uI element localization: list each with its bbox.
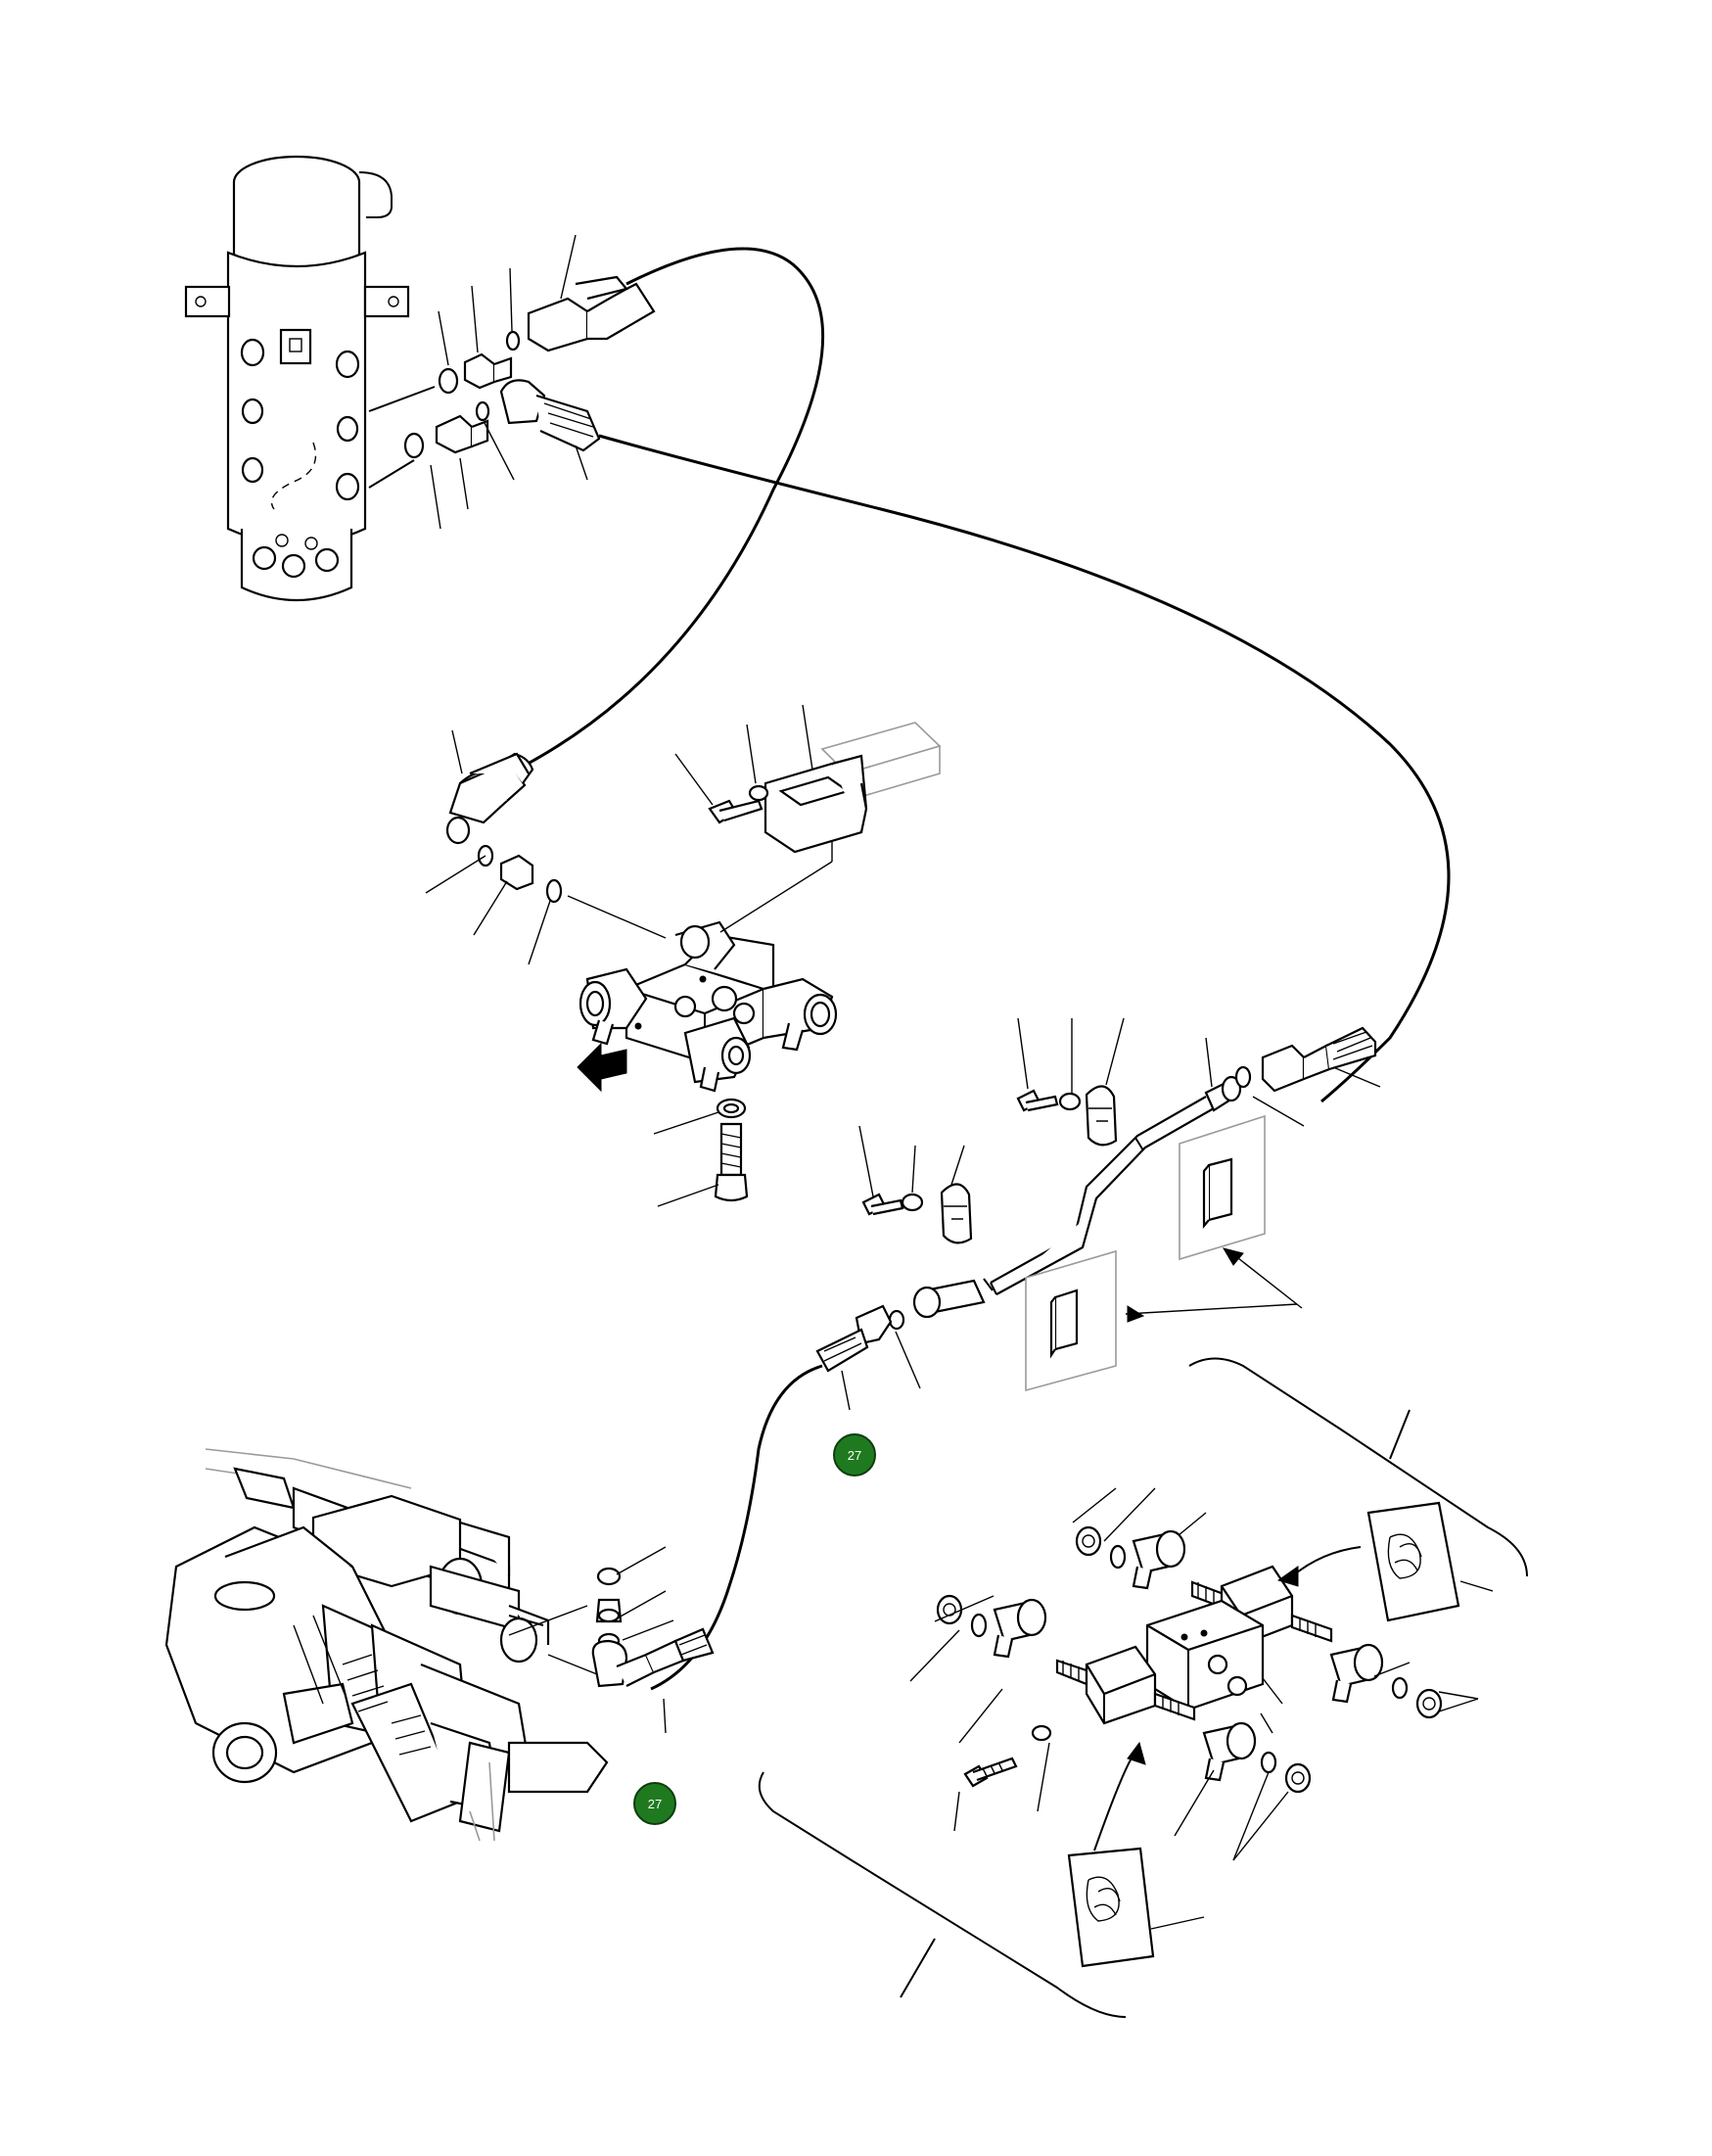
callout-badge-upper[interactable]: 27 bbox=[833, 1433, 876, 1476]
seal-kit-bags bbox=[1067, 1501, 1460, 1968]
mounting-bracket bbox=[674, 704, 942, 854]
detail-leader-lines bbox=[909, 1487, 1494, 1930]
gearbox-assembly bbox=[164, 1448, 609, 1842]
rigid-pipe bbox=[912, 1075, 1242, 1319]
hose-lines bbox=[508, 247, 1451, 1691]
hose-end-right bbox=[1205, 1026, 1381, 1127]
callout-badge-lower[interactable]: 27 bbox=[633, 1782, 676, 1825]
arrow-indicator-icon bbox=[577, 1042, 627, 1093]
callout-label-lower: 27 bbox=[648, 1797, 662, 1811]
hose-end-middle bbox=[815, 1304, 921, 1411]
callout-label-upper: 27 bbox=[848, 1448, 861, 1463]
gearbox-fittings bbox=[591, 1546, 715, 1734]
detail-view-frame bbox=[758, 1357, 1528, 2018]
detail-panels bbox=[1025, 1114, 1303, 1392]
accumulator-fittings bbox=[403, 234, 656, 530]
directional-valve-block bbox=[578, 842, 838, 1093]
pipe-clamps bbox=[858, 1017, 1125, 1244]
valve-fittings bbox=[425, 729, 667, 965]
accumulator-unit bbox=[184, 155, 436, 601]
detail-valve-parts bbox=[936, 1525, 1443, 1794]
valve-bolt bbox=[653, 1098, 749, 1207]
